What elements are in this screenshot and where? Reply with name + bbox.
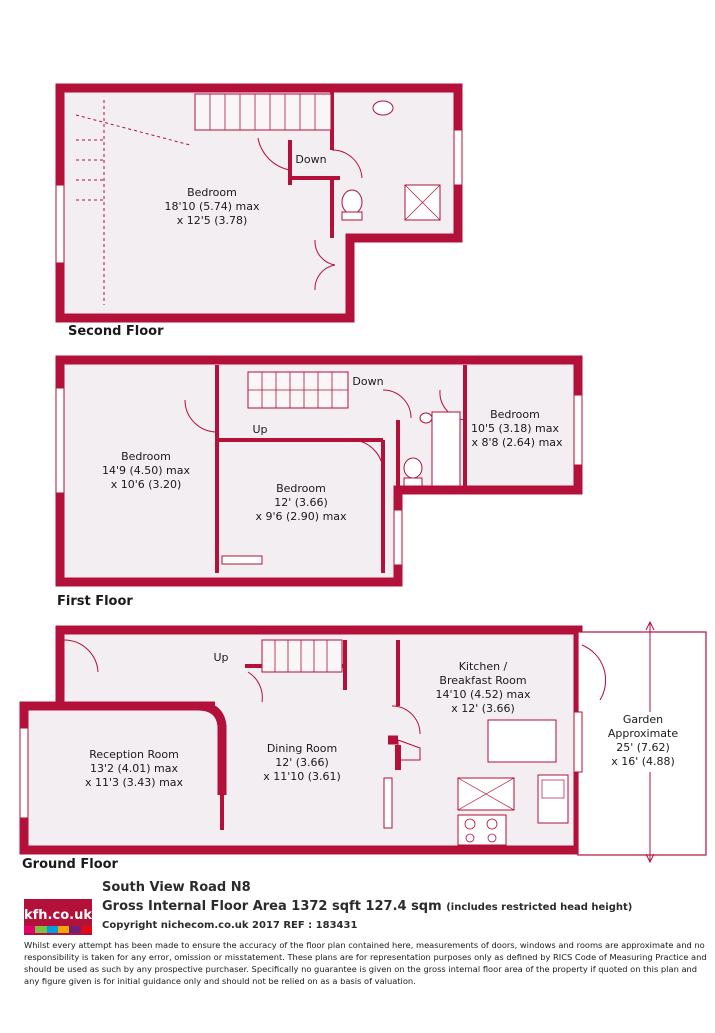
kfh-logo-text: kfh.co.uk <box>24 908 92 923</box>
first-floor-stair-up-label: Up <box>252 423 267 436</box>
logo-stripe-segment <box>46 926 58 933</box>
ground-floor-kitchen-size2: x 12' (3.66) <box>451 702 515 715</box>
ground-floor-kitchen-name2: Breakfast Room <box>439 674 526 687</box>
floor-area: Gross Internal Floor Area 1372 sqft 127.… <box>102 899 442 914</box>
garden-name: Garden <box>623 713 663 726</box>
ground-floor-kitchen-size: 14'10 (4.52) max <box>435 688 531 701</box>
property-address: South View Road N8 <box>102 880 251 895</box>
first-floor-bedroom2-name: Bedroom <box>276 482 326 495</box>
first-floor-bedroom1-size: 14'9 (4.50) max <box>102 464 191 477</box>
ground-floor-dining-size2: x 11'10 (3.61) <box>263 770 341 783</box>
first-floor-bedroom3-size: 10'5 (3.18) max <box>471 422 560 435</box>
first-floor-bedroom2-size2: x 9'6 (2.90) max <box>255 510 347 523</box>
logo-stripe-segment <box>80 926 92 933</box>
disclaimer-text: Whilst every attempt has been made to en… <box>24 940 707 986</box>
first-floor-stair-down-label: Down <box>352 375 383 388</box>
first-floor-bedroom3-name: Bedroom <box>490 408 540 421</box>
garden-name2: Approximate <box>608 727 678 740</box>
logo-stripe-segment <box>57 926 70 933</box>
ground-floor-reception-size2: x 11'3 (3.43) max <box>85 776 184 789</box>
first-floor-bedroom3-size2: x 8'8 (2.64) max <box>471 436 563 449</box>
copyright-ref: Copyright nichecom.co.uk 2017 REF : 1834… <box>102 920 358 931</box>
logo-stripe-segment <box>24 926 36 933</box>
second-floor-label: Second Floor <box>68 324 164 339</box>
ground-floor-dining-size: 12' (3.66) <box>275 756 329 769</box>
second-floor-plan: Bedroom 18'10 (5.74) max x 12'5 (3.78) D… <box>55 83 463 323</box>
second-floor-stair-label: Down <box>295 153 326 166</box>
ground-floor-dining-name: Dining Room <box>267 742 337 755</box>
second-floor-bedroom-size2: x 12'5 (3.78) <box>177 214 248 227</box>
first-floor-bedroom2-size: 12' (3.66) <box>274 496 328 509</box>
ground-floor-plan: Reception Room 13'2 (4.01) max x 11'3 (3… <box>19 620 707 864</box>
ground-floor-label: Ground Floor <box>22 857 118 872</box>
floor-area-line: Gross Internal Floor Area 1372 sqft 127.… <box>102 899 632 914</box>
second-floor-bedroom-size: 18'10 (5.74) max <box>164 200 260 213</box>
garden-size: 25' (7.62) <box>616 741 670 754</box>
first-floor-bedroom1-size2: x 10'6 (3.20) <box>111 478 182 491</box>
ground-floor-reception-size: 13'2 (4.01) max <box>90 762 179 775</box>
first-floor-plan: Bedroom 14'9 (4.50) max x 10'6 (3.20) Be… <box>55 355 583 587</box>
floor-area-note: (includes restricted head height) <box>446 902 633 913</box>
ground-floor-reception-name: Reception Room <box>89 748 179 761</box>
first-floor-bedroom1-name: Bedroom <box>121 450 171 463</box>
logo-stripe-segment <box>69 926 81 933</box>
ground-floor-kitchen-name: Kitchen / <box>459 660 508 673</box>
logo-stripe-segment <box>35 926 47 933</box>
garden-size2: x 16' (4.88) <box>611 755 675 768</box>
logo-color-stripe <box>24 926 92 933</box>
second-floor-bedroom-name: Bedroom <box>187 186 237 199</box>
ground-floor-stair-up-label: Up <box>213 651 228 664</box>
first-floor-label: First Floor <box>57 594 133 609</box>
